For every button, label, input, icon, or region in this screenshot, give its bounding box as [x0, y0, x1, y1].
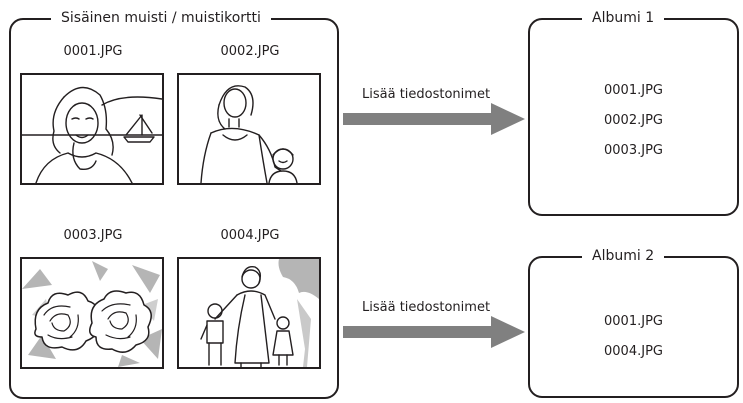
photo-filename: 0002.JPG: [220, 44, 280, 59]
album-file-item: 0001.JPG: [604, 314, 663, 329]
photo-thumbnail: [177, 257, 321, 369]
photo-filename: 0001.JPG: [63, 44, 123, 59]
family-walk-icon: [200, 259, 319, 367]
photo-item: 0003.JPG: [20, 228, 166, 369]
album-file-item: 0003.JPG: [604, 143, 663, 158]
album-file-list: 0001.JPG 0002.JPG 0003.JPG: [530, 76, 737, 166]
arrow-label: Lisää tiedostonimet: [362, 87, 491, 102]
mother-and-child-icon: [200, 85, 298, 183]
photo-thumbnail: [20, 73, 164, 185]
album-file-list: 0001.JPG 0004.JPG: [530, 307, 737, 367]
album-file-item: 0004.JPG: [604, 344, 663, 359]
photo-filename: 0004.JPG: [220, 228, 280, 243]
album-file-item: 0001.JPG: [604, 83, 663, 98]
arrow-shape: [343, 316, 525, 348]
photo-filename: 0003.JPG: [63, 228, 123, 243]
arrow-to-album-2: [343, 316, 525, 348]
photo-thumbnail: [177, 73, 321, 185]
photo-item: 0004.JPG: [177, 228, 323, 369]
album-title: Albumi 2: [582, 247, 665, 265]
photo-item: 0002.JPG: [177, 44, 323, 185]
storage-panel-title: Sisäinen muisti / muistikortti: [51, 9, 271, 27]
album-panel-1: Albumi 1 0001.JPG 0002.JPG 0003.JPG: [528, 9, 739, 216]
photo-thumbnail: [20, 257, 164, 369]
woman-portrait-sailboat-icon: [22, 86, 162, 183]
album-title: Albumi 1: [582, 9, 665, 27]
arrow-label: Lisää tiedostonimet: [362, 300, 491, 315]
flowers-icon: [22, 261, 162, 367]
arrow-to-album-1: [343, 103, 525, 135]
arrow-shape: [343, 103, 525, 135]
album-panel-2: Albumi 2 0001.JPG 0004.JPG: [528, 247, 739, 398]
storage-panel: Sisäinen muisti / muistikortti: [9, 9, 339, 399]
album-file-item: 0002.JPG: [604, 113, 663, 128]
photo-item: 0001.JPG: [20, 44, 166, 185]
